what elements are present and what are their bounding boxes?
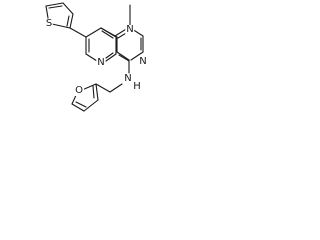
thienyl-bond: [69, 27, 87, 38]
thiophene-s-label: S: [44, 18, 54, 29]
amine-n-label: N: [123, 73, 133, 84]
amine-h-label: H: [132, 81, 142, 92]
thiophene-ring: [45, 2, 74, 29]
furan-o-label: O: [74, 85, 84, 96]
n-ch2-bond: [109, 83, 123, 93]
pyrimidine-n2-label: N: [138, 56, 148, 67]
pyrimidine-n-label: N: [125, 24, 135, 35]
molecule-canvas: N N N S N H O: [0, 0, 167, 123]
ch2-furyl-bond: [95, 83, 111, 93]
pyrimidine-ring: [114, 13, 144, 62]
pyridine-ring: [85, 27, 117, 62]
pyridine-n-label: N: [96, 57, 106, 68]
